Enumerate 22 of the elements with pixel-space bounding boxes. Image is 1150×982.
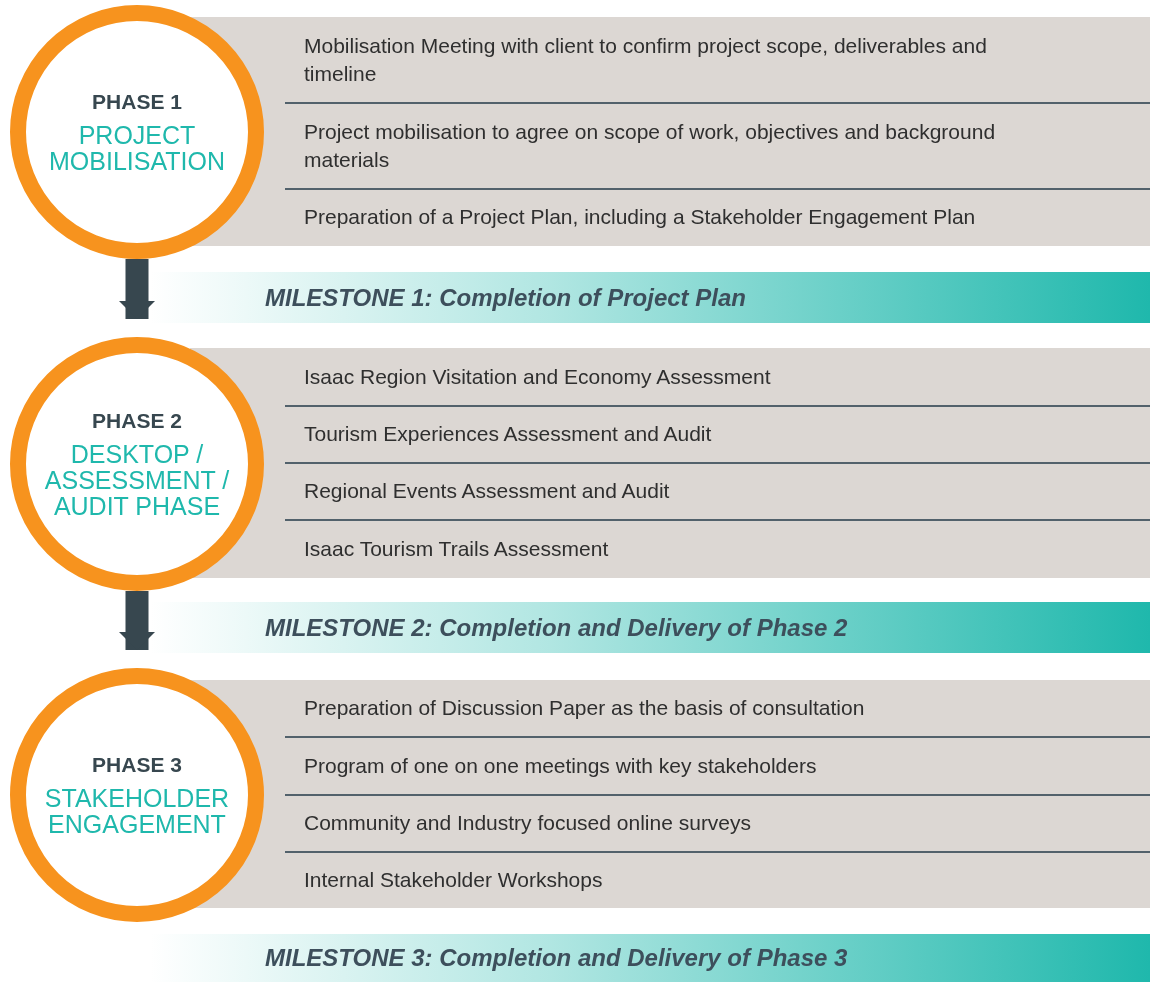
phase-title: DESKTOP / ASSESSMENT / AUDIT PHASE <box>43 440 231 520</box>
task-text: Program of one on one meetings with key stakeholders <box>304 751 817 781</box>
milestone-text: MILESTONE 1: Completion of Project Plan <box>265 283 746 312</box>
phase-number: PHASE 2 <box>92 408 182 433</box>
task-text: Project mobilisation to agree on scope of work, objectives and background materials <box>304 117 1004 175</box>
task-text: Preparation of Discussion Paper as the basis of consultation <box>304 694 865 723</box>
phase-title: PROJECT MOBILISATION <box>48 121 226 175</box>
arrow <box>119 591 155 650</box>
task-text: Community and Industry focused online surveys <box>304 809 752 838</box>
task-text: Isaac Region Visitation and Economy Assessment <box>304 362 771 392</box>
milestone-text: MILESTONE 2: Completion and Delivery of Phase 2 <box>265 613 848 642</box>
phase-number: PHASE 1 <box>92 89 182 114</box>
phase-title: STAKEHOLDER ENGAGEMENT <box>43 784 231 838</box>
task-text: Regional Events Assessment and Audit <box>304 477 670 506</box>
task-text: Isaac Tourism Trails Assessment <box>304 534 609 564</box>
task-text: Mobilisation Meeting with client to confirm project scope, deliverables and timeline <box>304 31 1004 89</box>
task-text: Preparation of a Project Plan, including a Stakeholder Engagement Plan <box>304 203 976 232</box>
arrow <box>119 259 155 319</box>
task-text: Tourism Experiences Assessment and Audit <box>304 420 712 449</box>
milestone-text: MILESTONE 3: Completion and Delivery of Phase 3 <box>265 944 848 972</box>
task-text: Internal Stakeholder Workshops <box>304 865 603 895</box>
phase-number: PHASE 3 <box>92 752 182 777</box>
